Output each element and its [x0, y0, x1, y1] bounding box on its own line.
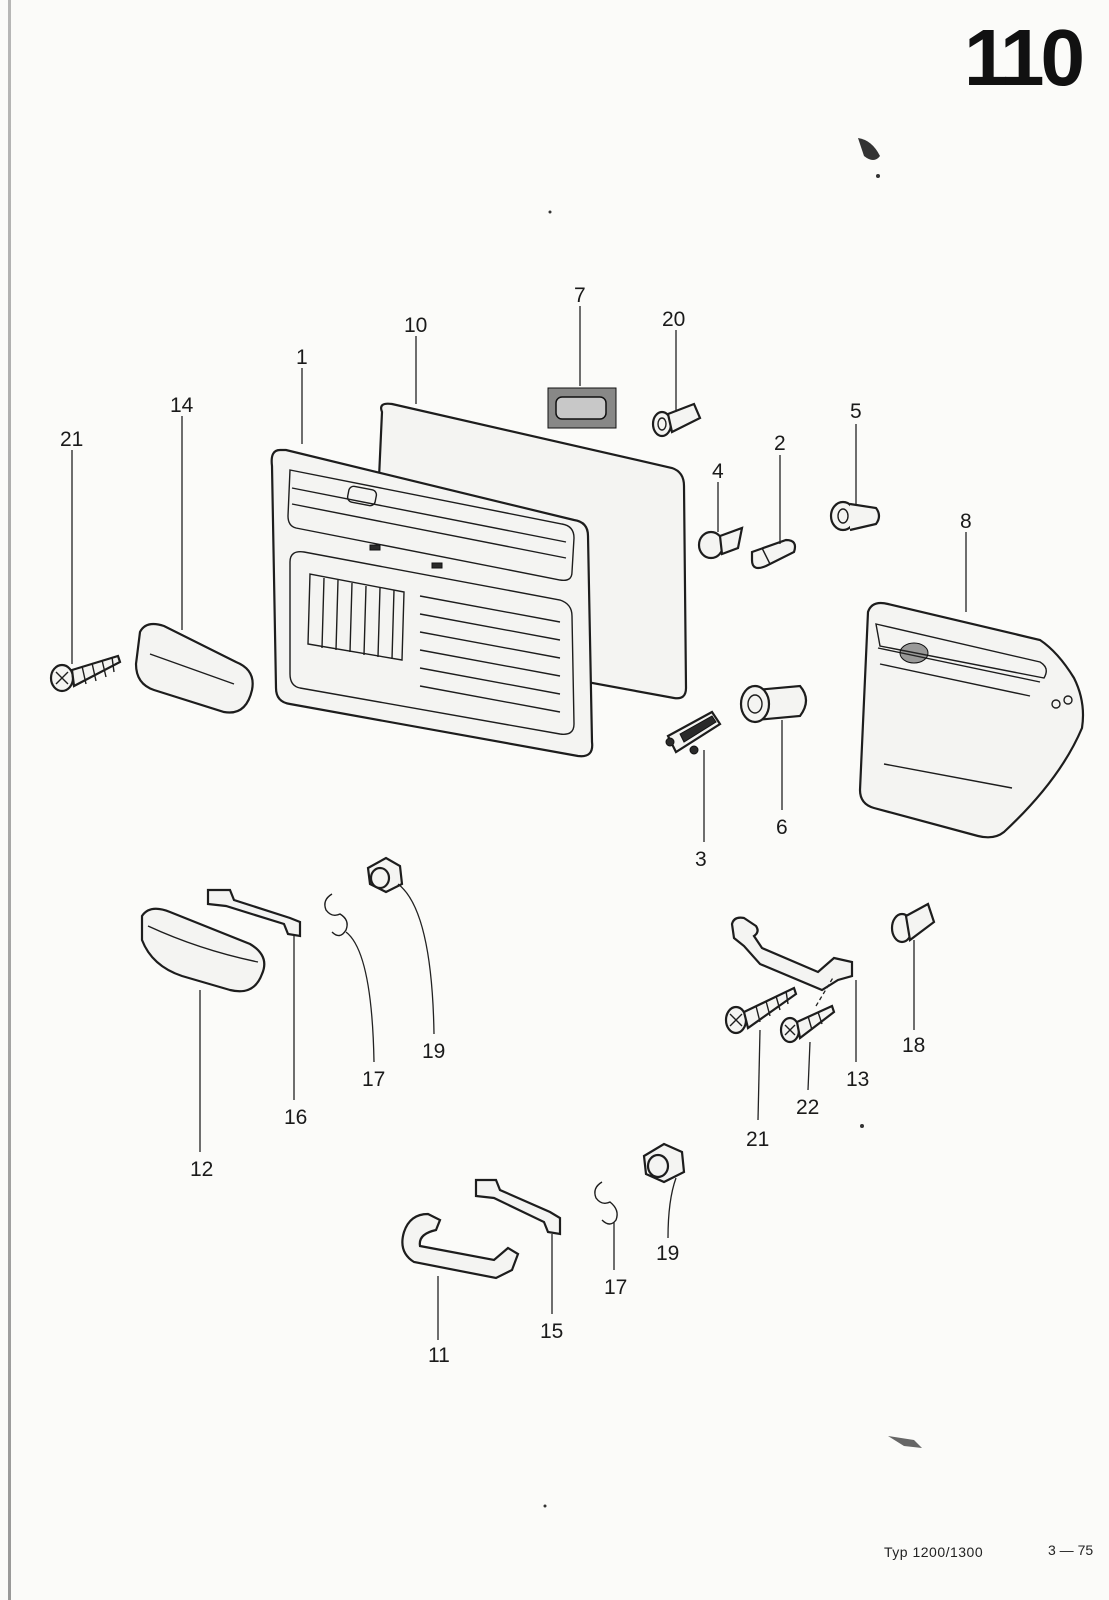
screw-short-icon: [779, 1004, 836, 1044]
callout-4: 4: [712, 460, 724, 483]
spring-clip-icon: [594, 1181, 618, 1225]
callout-10: 10: [404, 314, 427, 337]
grommet-small-icon: [829, 500, 881, 532]
clip-icon: [750, 538, 797, 570]
callout-11: 11: [428, 1344, 450, 1367]
handle-bracket-icon: [730, 916, 854, 992]
callout-17: 17: [604, 1276, 627, 1299]
lock-clip-icon: [665, 710, 722, 755]
callout-17: 17: [362, 1068, 385, 1091]
callout-6: 6: [776, 816, 788, 839]
grab-handle-icon: [401, 1212, 520, 1280]
callout-numbers: 1 2 3 4 5 6 7 8 10 11 12 13 14 15 16 17 …: [60, 284, 972, 1367]
callout-21: 21: [60, 428, 83, 451]
push-rivet-icon: [697, 526, 744, 560]
rear-door-trim-panel-icon: [858, 601, 1085, 839]
armrest-bracket-icon: [206, 888, 302, 938]
cap-nut-icon: [366, 856, 404, 894]
expanding-plug-icon: [890, 902, 936, 944]
page-number: 110: [963, 13, 1085, 102]
callout-18: 18: [902, 1034, 925, 1057]
callout-13: 13: [846, 1068, 869, 1091]
door-trim-panel-icon: [270, 448, 594, 758]
wood-screw-icon: [49, 654, 122, 693]
model-type-label: Typ 1200/1300: [884, 1544, 984, 1560]
callout-20: 20: [662, 308, 685, 331]
callout-1: 1: [296, 346, 308, 369]
wood-screw-icon: [724, 986, 798, 1035]
callout-14: 14: [170, 394, 194, 417]
callout-22: 22: [796, 1096, 819, 1119]
grommet-large-icon: [739, 684, 808, 724]
callout-16: 16: [284, 1106, 307, 1129]
edition-date-label: 3 — 75: [1048, 1542, 1094, 1558]
spring-clip-icon: [324, 893, 348, 937]
grab-handle-bracket-icon: [474, 1178, 562, 1236]
callout-21: 21: [746, 1128, 769, 1151]
switch-bezel-icon: [547, 387, 617, 429]
cap-nut-icon: [642, 1142, 686, 1184]
callout-8: 8: [960, 510, 972, 533]
page-edge-rule: [8, 0, 11, 1600]
callout-3: 3: [695, 848, 707, 871]
callout-7: 7: [574, 284, 586, 307]
scan-specks: [543, 138, 922, 1508]
callout-15: 15: [540, 1320, 563, 1343]
armrest-pad-icon: [134, 622, 254, 714]
callout-19: 19: [656, 1242, 679, 1265]
armrest-icon: [140, 907, 266, 993]
callout-5: 5: [850, 400, 862, 423]
callout-2: 2: [774, 432, 786, 455]
callout-12: 12: [190, 1158, 213, 1181]
leader-lines: [71, 306, 967, 1340]
callout-19: 19: [422, 1040, 445, 1063]
